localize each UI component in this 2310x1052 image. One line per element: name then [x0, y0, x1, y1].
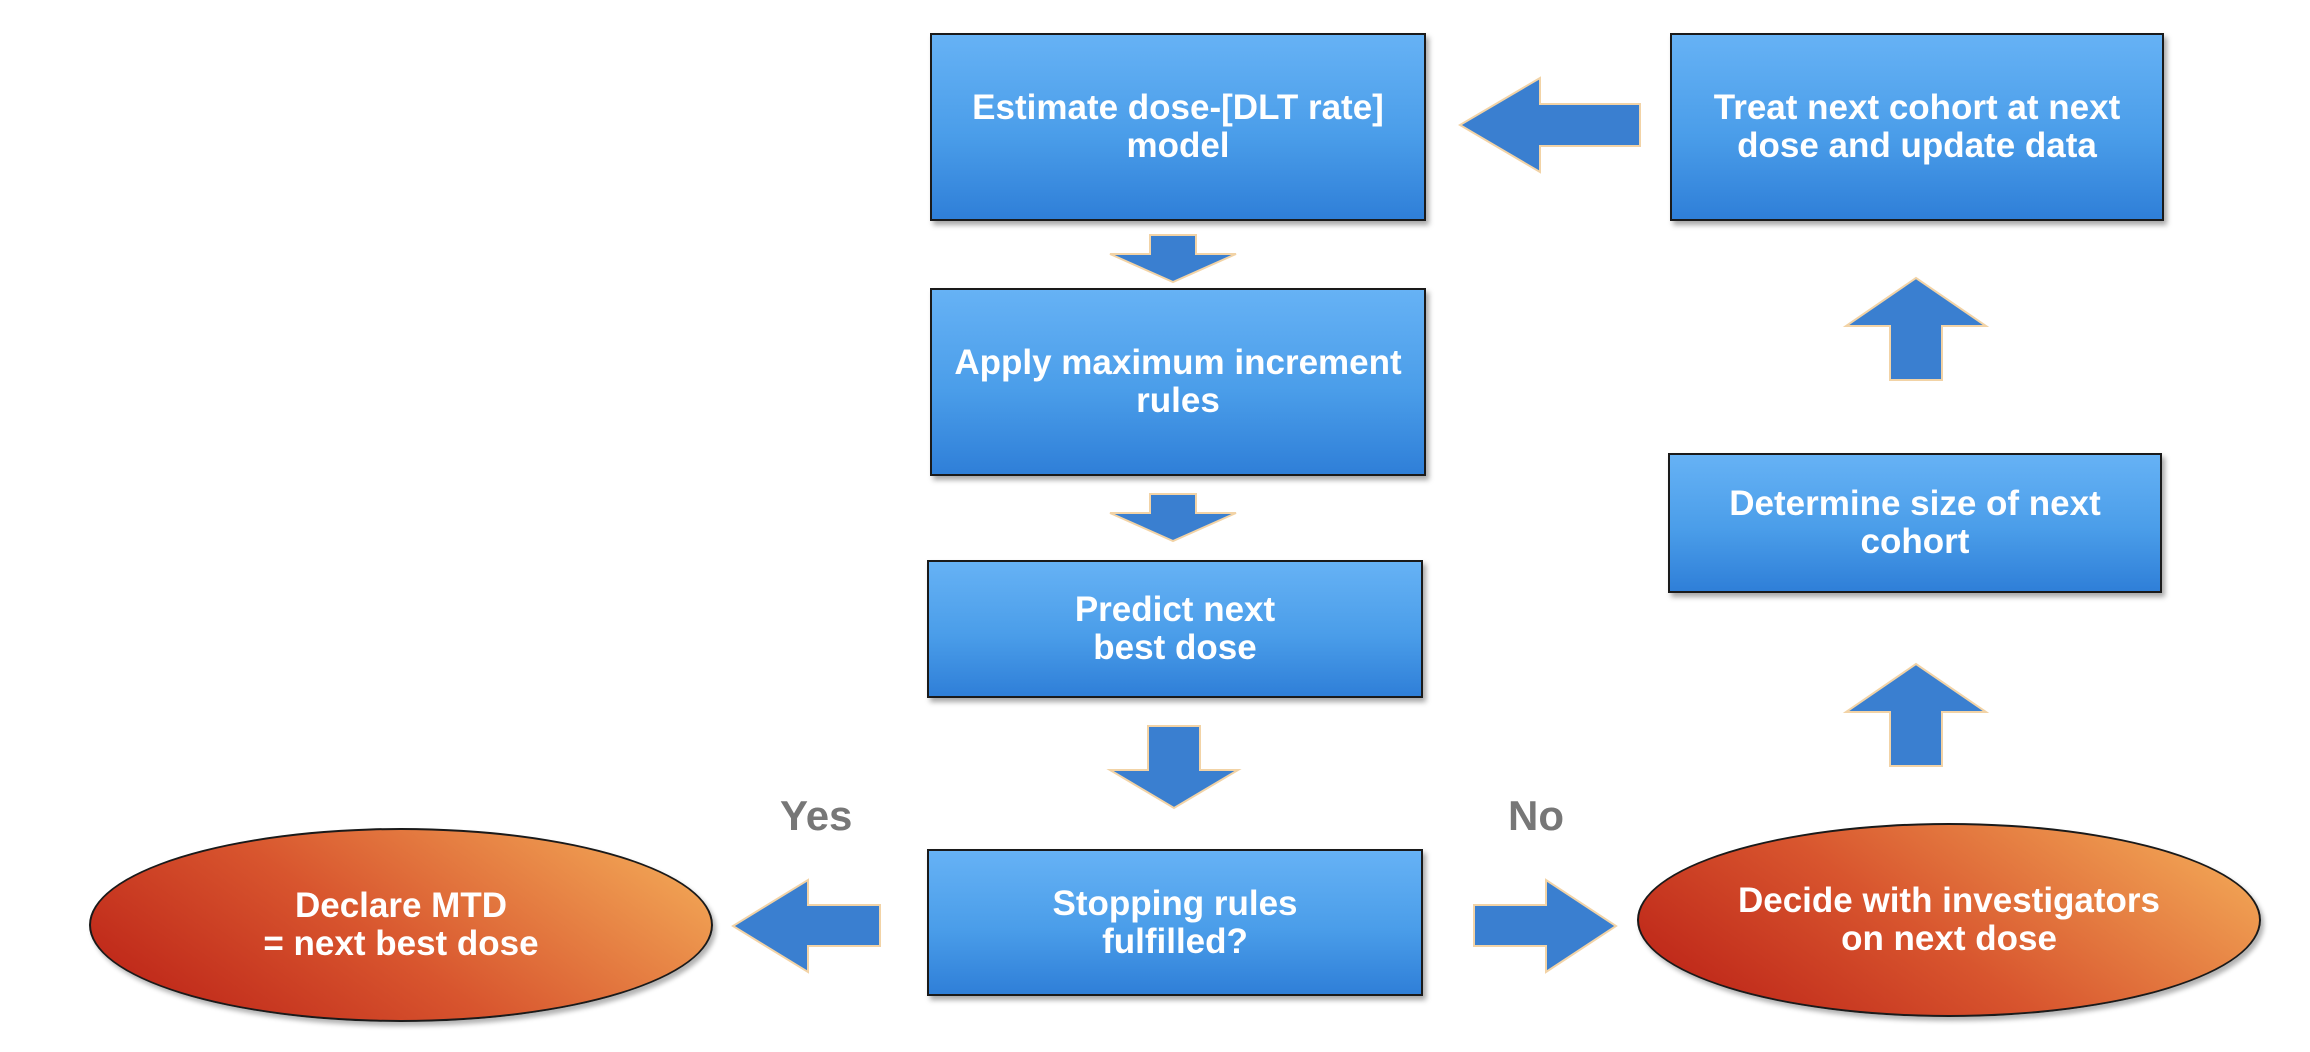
apply-rules-label: Apply maximum increment rules: [954, 343, 1402, 420]
declare-mtd-oval: Declare MTD = next best dose: [89, 828, 713, 1022]
arrow-apply-to-predict: [1109, 493, 1237, 543]
apply-rules-box: Apply maximum increment rules: [930, 288, 1426, 476]
yes-label: Yes: [780, 792, 853, 839]
no-label: No: [1508, 792, 1564, 839]
arrow-decide-to-determine: [1842, 662, 1990, 767]
arrow-treat-to-estimate: [1458, 76, 1641, 174]
determine-size-box: Determine size of next cohort: [1668, 453, 2162, 593]
declare-mtd-label: Declare MTD = next best dose: [263, 886, 539, 963]
predict-dose-label: Predict next best dose: [1074, 590, 1276, 667]
arrow-stopping-to-decide: [1473, 878, 1618, 974]
determine-size-label: Determine size of next cohort: [1729, 484, 2101, 561]
arrow-stopping-to-declare: [731, 878, 881, 974]
treat-cohort-label: Treat next cohort at next dose and updat…: [1713, 88, 2121, 165]
treat-cohort-box: Treat next cohort at next dose and updat…: [1670, 33, 2164, 221]
decide-investigators-oval: Decide with investigators on next dose: [1637, 823, 2261, 1017]
arrow-determine-to-treat: [1842, 276, 1990, 381]
stopping-rules-box: Stopping rules fulfilled?: [927, 849, 1423, 996]
arrow-estimate-to-apply: [1109, 234, 1237, 284]
predict-dose-box: Predict next best dose: [927, 560, 1423, 698]
estimate-model-box: Estimate dose-[DLT rate] model: [930, 33, 1426, 221]
estimate-model-label: Estimate dose-[DLT rate] model: [972, 88, 1384, 165]
decide-investigators-label: Decide with investigators on next dose: [1737, 881, 2161, 958]
arrow-predict-to-stopping: [1106, 725, 1242, 810]
stopping-rules-label: Stopping rules fulfilled?: [1052, 883, 1298, 961]
